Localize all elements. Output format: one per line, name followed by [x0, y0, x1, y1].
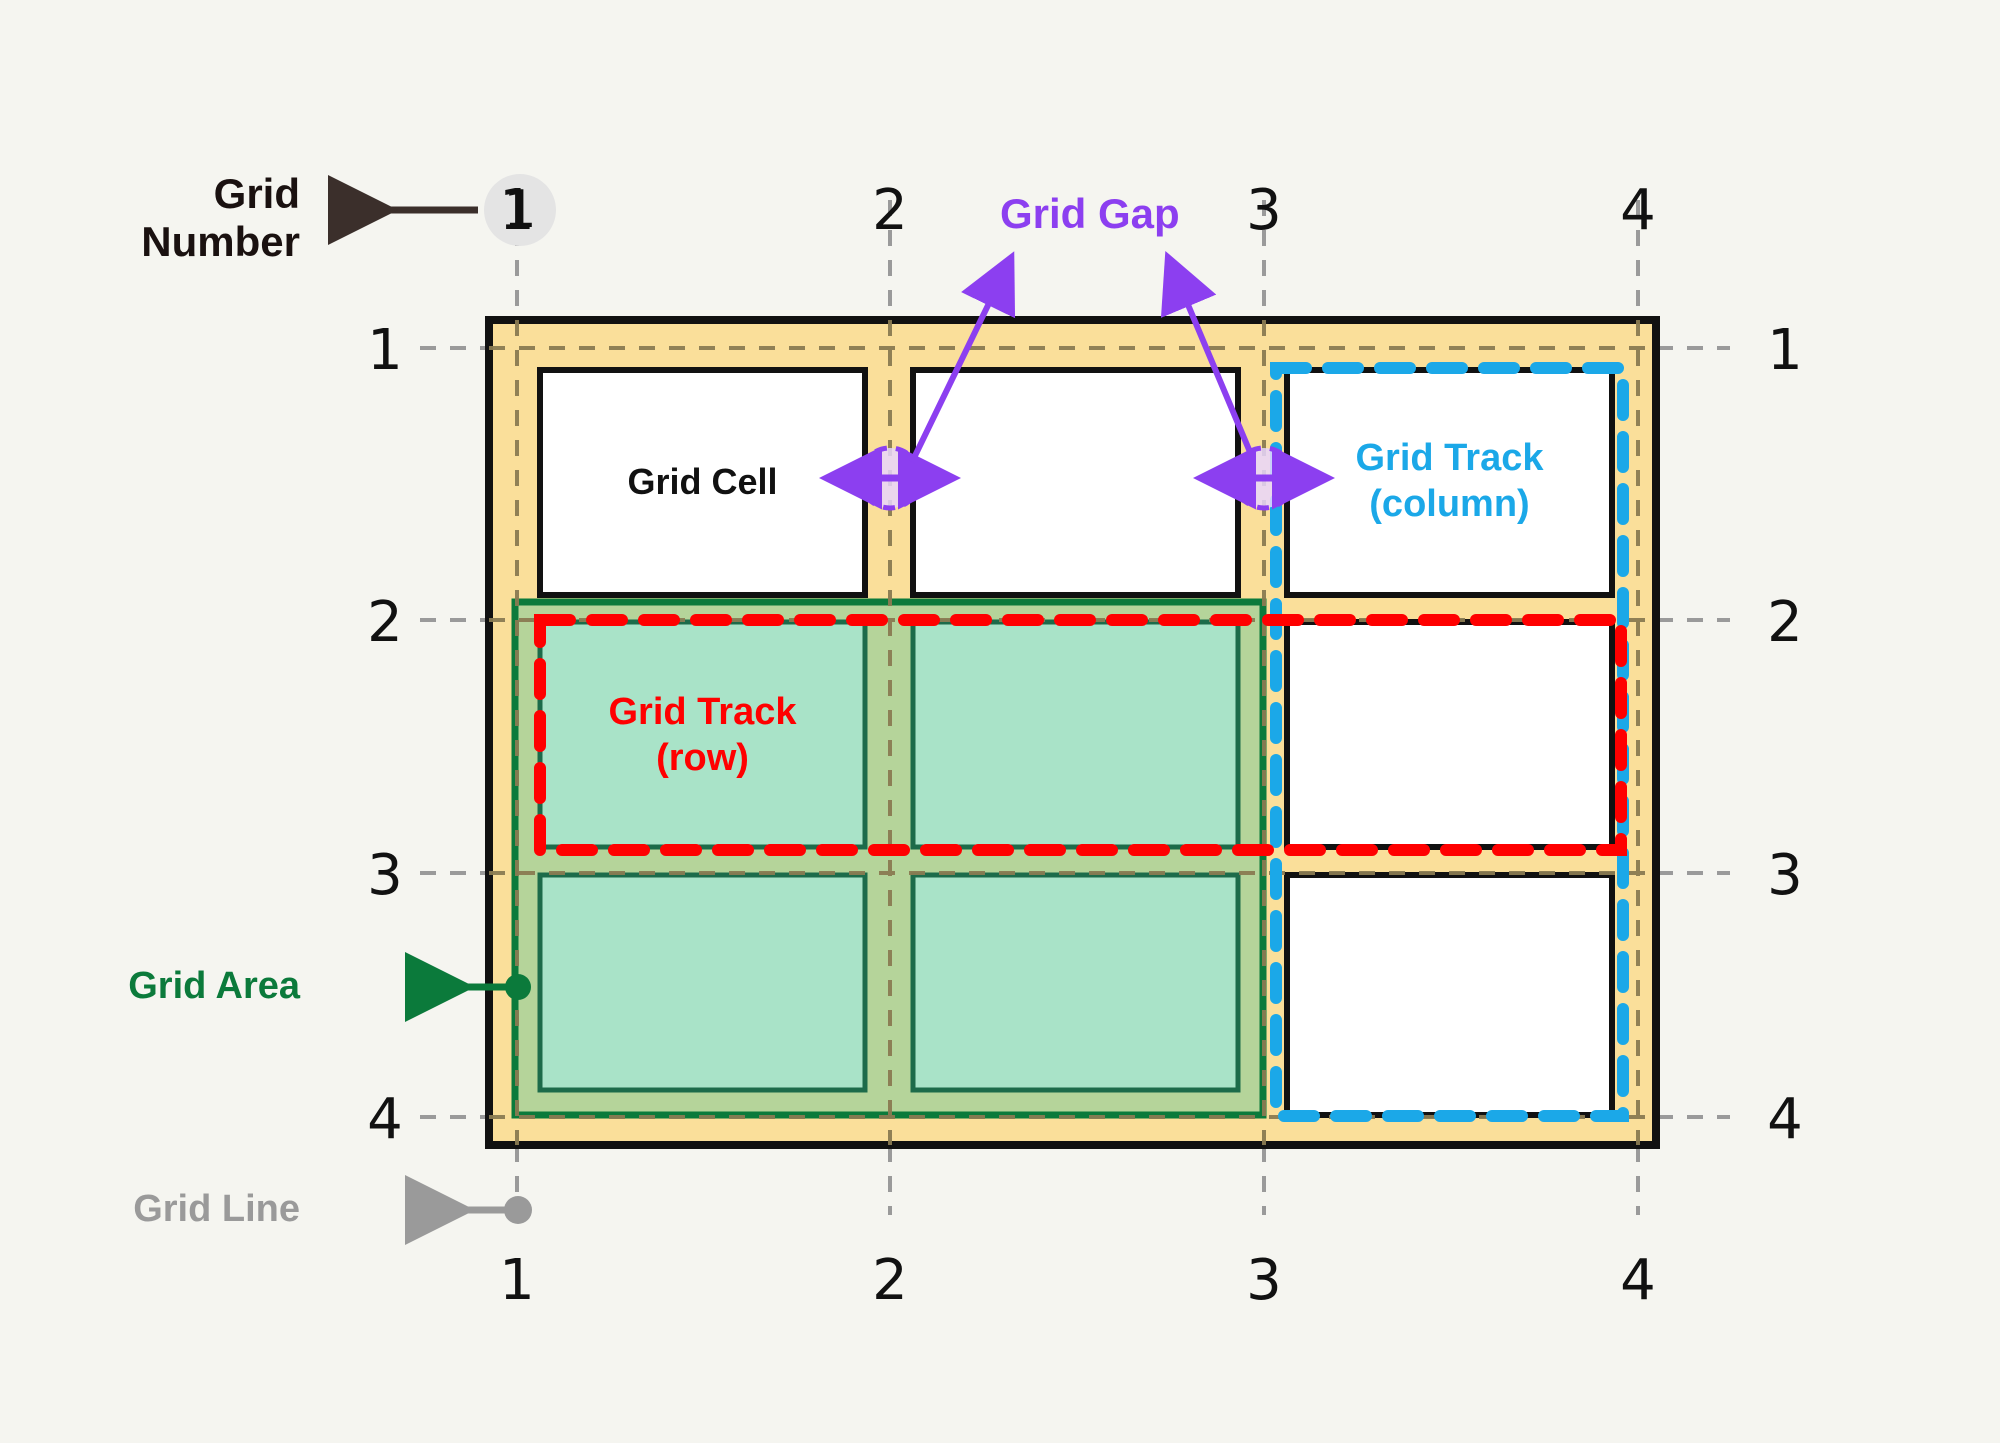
- grid-number-badge: 1: [484, 174, 556, 246]
- grid-gap-label: Grid Gap: [1000, 190, 1180, 237]
- grid-number-label: Grid Number: [141, 170, 300, 266]
- grid-track-column-outline: [1270, 362, 1629, 1122]
- left-number-2: 2: [367, 590, 403, 655]
- right-number-3: 3: [1767, 843, 1803, 908]
- grid-cell-r1c1: [537, 367, 868, 598]
- grid-line-leader: [405, 1175, 532, 1245]
- right-number-1: 1: [1767, 318, 1803, 383]
- right-number-4: 4: [1767, 1087, 1803, 1152]
- grid-gap-marker-1: [819, 445, 961, 511]
- top-number-2: 2: [872, 178, 908, 243]
- grid-area-cell-r2c2: [910, 619, 1241, 850]
- bottom-number-3: 3: [1246, 1248, 1282, 1313]
- top-number-3: 3: [1246, 178, 1282, 243]
- grid-gap-leader-2: [1160, 250, 1253, 454]
- left-number-3: 3: [367, 843, 403, 908]
- left-number-1: 1: [367, 318, 403, 383]
- left-number-4: 4: [367, 1087, 403, 1152]
- grid-cell-r3c3: [1284, 872, 1615, 1118]
- bottom-number-4: 4: [1620, 1248, 1656, 1313]
- bottom-number-2: 2: [872, 1248, 908, 1313]
- grid-track-row-outline: [534, 614, 1627, 856]
- grid-lines-outer: [420, 200, 1730, 1215]
- grid-area-cell-r2c1: [537, 619, 868, 850]
- grid-number-badge-value: 1: [503, 180, 537, 240]
- grid-area-leader: [405, 952, 531, 1022]
- grid-area-label: Grid Area: [128, 965, 300, 1007]
- grid-gap-leader-1: [909, 251, 1016, 464]
- right-number-2: 2: [1767, 590, 1803, 655]
- top-number-1: 1: [499, 178, 535, 243]
- top-number-4: 4: [1620, 178, 1656, 243]
- bottom-number-1: 1: [499, 1248, 535, 1313]
- grid-line-label: Grid Line: [133, 1188, 300, 1230]
- grid-gap-marker-2: [1193, 445, 1335, 511]
- grid-area-cell-r3c2: [910, 872, 1241, 1093]
- grid-area-cell-r3c1: [537, 872, 868, 1093]
- grid-cell-r1c3: [1284, 367, 1615, 598]
- grid-cell-r1c2: [910, 367, 1241, 598]
- grid-cell-r2c3: [1284, 619, 1615, 850]
